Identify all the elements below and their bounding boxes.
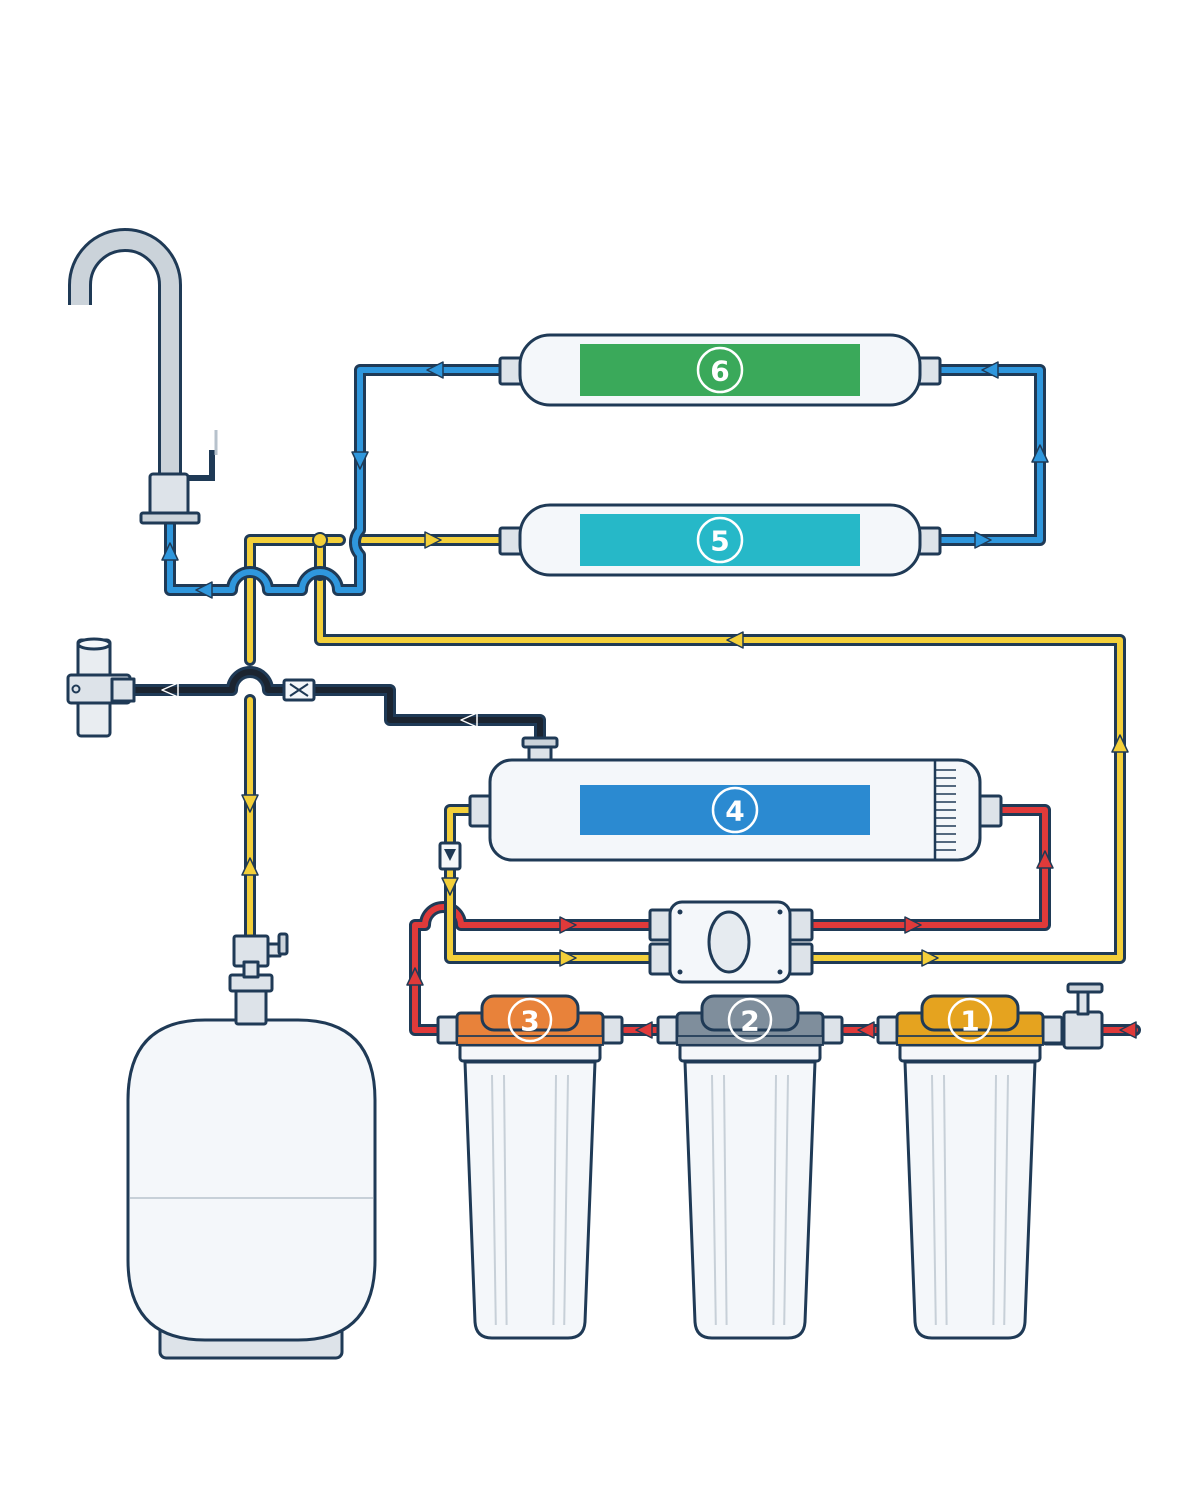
stage-6-badge — [696, 346, 744, 394]
flow-arrow — [559, 949, 577, 967]
stage-1-housing[interactable]: 1 — [876, 994, 1064, 1340]
faucet[interactable] — [68, 228, 218, 525]
stage-2-number: 2 — [740, 1005, 759, 1038]
membrane-cap-ribs — [936, 769, 956, 851]
flow-arrows — [161, 361, 1137, 1039]
stage-5-badge — [696, 516, 744, 564]
stage-6-number: 6 — [710, 355, 729, 388]
flow-arrow — [351, 451, 369, 470]
faucet-base — [148, 472, 190, 516]
stage-1-badge — [947, 997, 993, 1043]
flow-arrow — [241, 794, 259, 813]
tank-neck — [234, 986, 268, 1026]
tank-valve-handle[interactable] — [277, 932, 289, 956]
drain-saddle-valve — [66, 637, 136, 738]
flow-arrow — [981, 361, 999, 379]
stage-2-badge — [727, 997, 773, 1043]
stage-5-band — [580, 514, 860, 566]
stage-6-cartridge[interactable]: 6 — [498, 333, 942, 407]
flow-arrow — [726, 631, 744, 649]
flow-arrow — [426, 361, 444, 379]
stage-2-bowl — [683, 1060, 817, 1340]
treated-water-pipes — [244, 534, 1126, 964]
flow-arrow — [1036, 850, 1054, 869]
stage-5-number: 5 — [710, 525, 729, 558]
stage-4-band — [580, 785, 870, 835]
flow-arrow — [921, 949, 939, 967]
flow-arrow — [974, 531, 992, 549]
faucet-flange — [139, 511, 201, 525]
stage-3-number: 3 — [520, 1005, 539, 1038]
flow-arrow — [195, 581, 213, 599]
tank-body — [126, 1018, 377, 1342]
stage-6-band — [580, 344, 860, 396]
flow-arrow — [161, 682, 179, 698]
stage-4-membrane-housing[interactable]: 4 — [468, 736, 1003, 862]
flow-arrow — [406, 967, 424, 986]
stage-5-cartridge[interactable]: 5 — [498, 503, 942, 577]
check-valve — [438, 841, 462, 871]
flow-restrictor — [282, 678, 316, 702]
stage-4-number: 4 — [725, 795, 744, 828]
flow-arrow — [1119, 1021, 1137, 1039]
stage-1-number: 1 — [960, 1005, 979, 1038]
tee-junction — [312, 532, 328, 548]
inlet-valve-handle[interactable] — [1066, 982, 1104, 994]
flow-arrow — [635, 1021, 653, 1039]
auto-shutoff-valve[interactable] — [648, 900, 814, 984]
stage-3-badge — [507, 997, 553, 1043]
flow-arrow — [441, 877, 459, 896]
pipe-network — [124, 361, 1141, 1039]
flow-arrow — [424, 531, 442, 549]
flow-arrow — [460, 712, 478, 728]
stage-3-bowl — [463, 1060, 597, 1340]
flow-arrow — [857, 1021, 875, 1039]
flow-arrow — [559, 916, 577, 934]
stage-4-badge — [711, 786, 759, 834]
stage-2-housing[interactable]: 2 — [656, 994, 844, 1340]
flow-arrow — [1111, 734, 1129, 753]
storage-tank[interactable] — [126, 932, 377, 1360]
drain-water-pipes — [124, 666, 546, 746]
sediment-housings: 1 2 3 — [436, 994, 1064, 1340]
valve-diaphragm — [707, 910, 751, 974]
check-valve-icon — [444, 849, 456, 861]
stage-3-housing[interactable]: 3 — [436, 994, 624, 1340]
restrictor-icon — [289, 683, 309, 697]
stage-1-bowl — [903, 1060, 1037, 1340]
flow-arrow — [904, 916, 922, 934]
flow-arrow — [241, 857, 259, 876]
flow-arrow — [1031, 444, 1049, 463]
flow-arrow — [161, 542, 179, 561]
